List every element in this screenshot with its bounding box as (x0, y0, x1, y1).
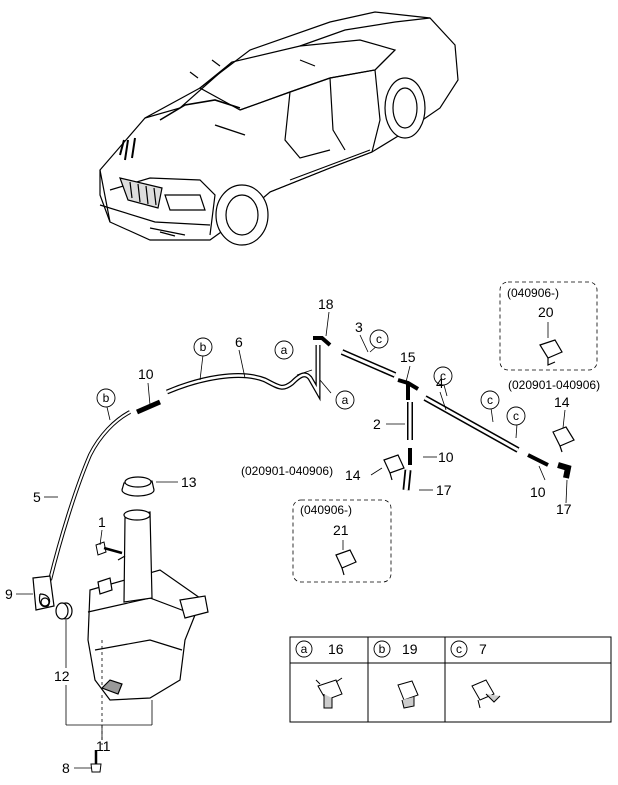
part-label-18: 18 (318, 296, 334, 312)
ref-letter-b2: b (103, 391, 110, 405)
legend-letter-b: b (379, 642, 386, 656)
part-label-12: 12 (54, 668, 70, 684)
part-label-5: 5 (33, 489, 41, 505)
part-label-17-left: 17 (436, 482, 452, 498)
ref-letter-c3: c (487, 393, 493, 407)
part-number-labels: 1 2 3 4 5 6 8 9 10 10 10 11 12 13 14 14 … (5, 296, 572, 776)
variant-box-top-right (499, 281, 598, 371)
part-label-14-left: 14 (345, 467, 361, 483)
ref-marker-c3 (480, 390, 500, 410)
ref-marker-b2 (96, 388, 116, 408)
ref-marker-a1 (274, 340, 294, 360)
part-label-14-right: 14 (554, 394, 570, 410)
part-label-1: 1 (98, 514, 106, 530)
reference-markers (96, 329, 526, 426)
part-label-6: 6 (235, 334, 243, 350)
legend-cell-c: c 7 (450, 640, 501, 709)
washer-hoses (48, 336, 572, 581)
ref-marker-c2 (433, 366, 453, 386)
washer-pump-9 (32, 575, 55, 611)
date-code-middle: (040906-) (300, 503, 352, 517)
nozzle-icons (335, 339, 575, 576)
bolt-8 (90, 750, 102, 773)
legend-letter-a: a (301, 642, 308, 656)
nozzle-14-left-icon (383, 454, 405, 481)
part-label-10-middle: 10 (438, 449, 454, 465)
reference-letters: a a b b c c c c (103, 332, 519, 423)
car-illustration (99, 11, 459, 246)
date-code-left: (020901-040906) (241, 464, 333, 478)
washer-reservoir (87, 509, 209, 701)
part-label-9: 9 (5, 586, 13, 602)
ref-marker-c4 (506, 406, 526, 426)
part-label-20: 20 (538, 304, 554, 320)
reservoir-cap-13 (121, 476, 155, 497)
part-label-4: 4 (436, 375, 444, 391)
grommet-12 (55, 602, 73, 620)
clip-legend-table: a 16 b 19 c 7 (289, 636, 612, 723)
clip-7-icon (471, 679, 501, 709)
ref-letter-a2: a (342, 393, 349, 407)
part-label-8: 8 (62, 760, 70, 776)
ref-letter-c1: c (376, 332, 382, 346)
legend-part-19: 19 (402, 641, 418, 657)
date-code-top-right: (040906-) (507, 286, 559, 300)
part-label-11: 11 (96, 738, 111, 754)
nozzle-21-icon (335, 549, 357, 576)
part-label-10-right: 10 (530, 484, 546, 500)
nozzle-20-icon (539, 339, 563, 366)
legend-cell-b: b 19 (373, 640, 419, 709)
part-label-13: 13 (181, 474, 197, 490)
legend-letter-c: c (456, 642, 462, 656)
ref-marker-c1 (369, 329, 389, 349)
legend-part-16: 16 (328, 641, 344, 657)
ref-letter-a1: a (281, 343, 288, 357)
part-label-17-right: 17 (556, 501, 572, 517)
legend-part-7: 7 (479, 641, 487, 657)
ref-letter-c4: c (513, 409, 519, 423)
part-label-3: 3 (355, 319, 363, 335)
part-label-10-left: 10 (138, 366, 154, 382)
nozzle-14-right-icon (552, 426, 575, 453)
leader-lines (16, 311, 568, 769)
ref-marker-a2 (335, 390, 355, 410)
ref-marker-b1 (193, 337, 213, 357)
legend-cell-a: a 16 (295, 640, 344, 709)
part-label-2: 2 (373, 416, 381, 432)
part-label-15: 15 (400, 349, 416, 365)
date-code-right: (020901-040906) (508, 378, 600, 392)
ref-letter-c2: c (440, 369, 446, 383)
variant-box-middle (292, 499, 392, 583)
clip-19-icon (397, 680, 419, 709)
ref-letter-b1: b (200, 340, 207, 354)
bolt-1 (95, 541, 123, 556)
clip-16-icon (315, 677, 343, 709)
part-label-21: 21 (333, 522, 349, 538)
date-code-labels: (040906-) (020901-040906) (020901-040906… (241, 286, 600, 517)
